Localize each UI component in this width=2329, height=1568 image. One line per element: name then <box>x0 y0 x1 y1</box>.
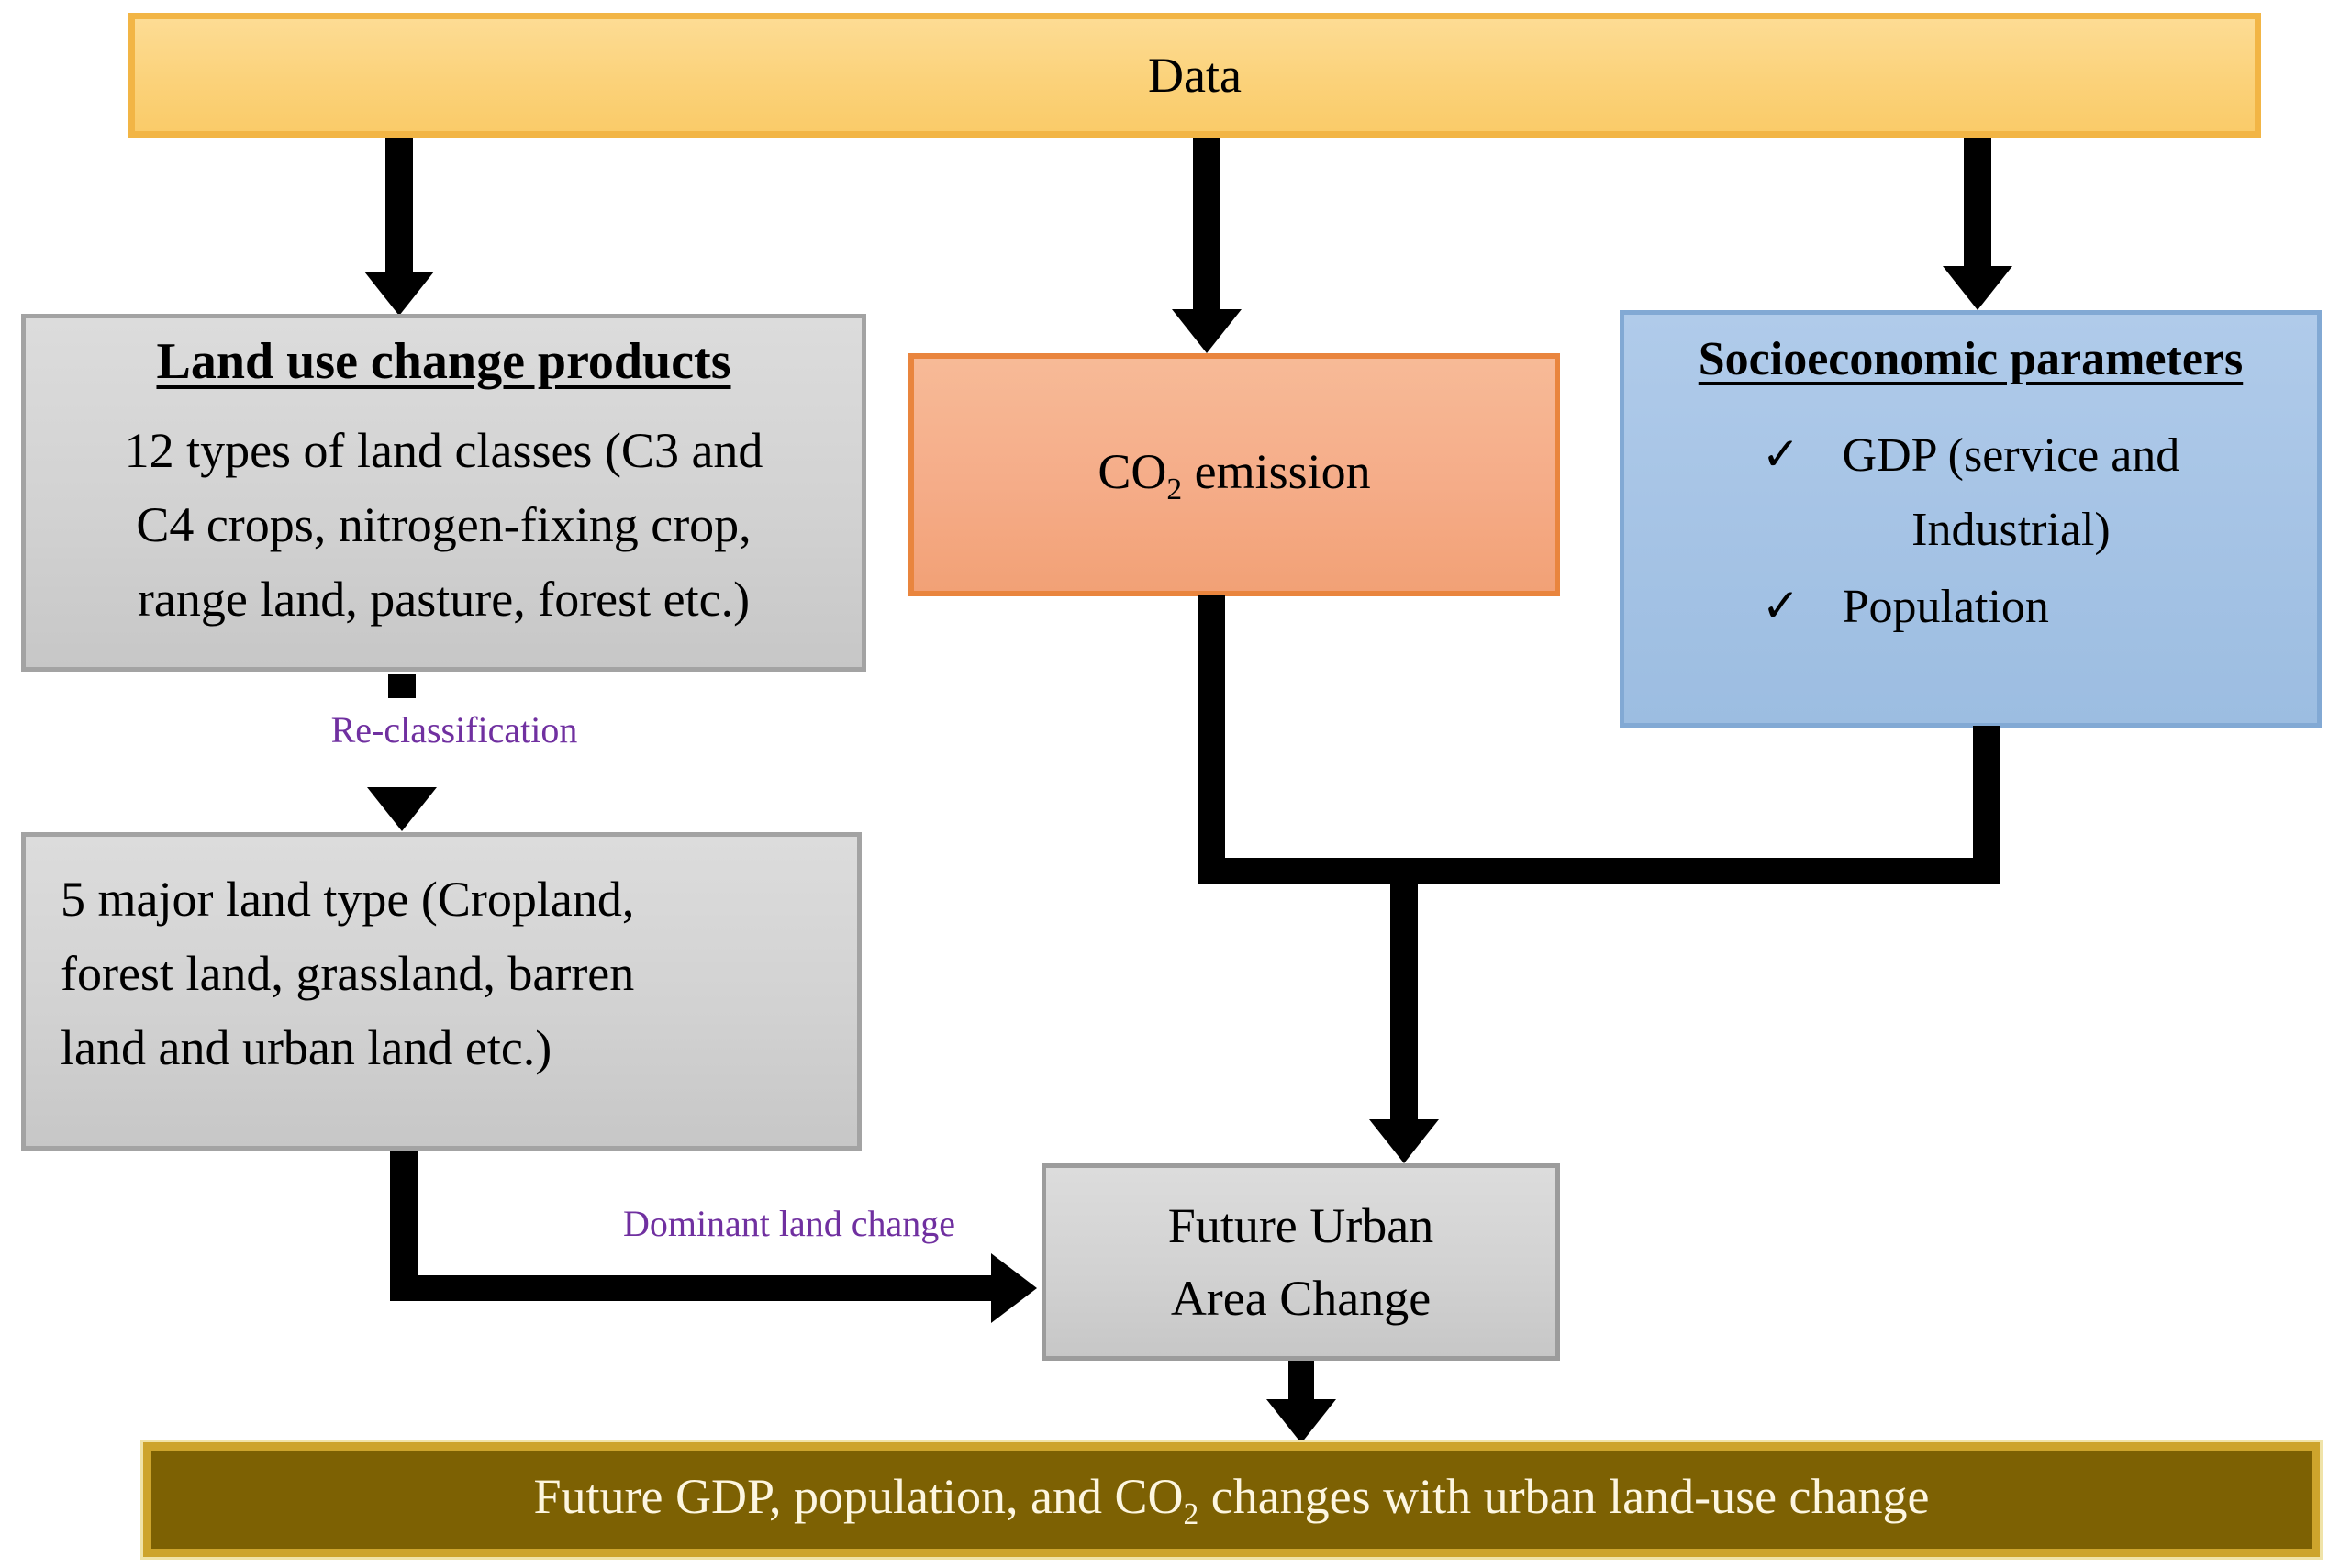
population-label: Population <box>1842 581 2049 634</box>
checkmark-icon: ✓ <box>1761 579 1800 633</box>
result-label-prefix: Future GDP, population, and CO <box>533 1468 1184 1524</box>
result-node: Future GDP, population, and CO2 changes … <box>143 1442 2320 1557</box>
arrow-fiveland-to-future-arm <box>390 1275 993 1301</box>
five-land-type-body: 5 major land type (Cropland, forest land… <box>61 862 634 1085</box>
co2-label-subscript: 2 <box>1166 472 1183 506</box>
connector-junction-bar <box>1198 858 2000 884</box>
co2-emission-label: CO2 emission <box>1098 443 1370 507</box>
future-urban-node: Future Urban Area Change <box>1042 1163 1560 1361</box>
arrow-data-to-co2-head-icon <box>1172 309 1242 353</box>
arrow-data-to-landuse-stem <box>385 138 413 273</box>
arrow-fiveland-to-future-head-icon <box>991 1253 1037 1323</box>
connector-socio-down-stem <box>1973 726 2000 884</box>
list-item-gdp: ✓ GDP (service and Industrial) <box>1762 419 2180 567</box>
gdp-label: GDP (service and Industrial) <box>1843 419 2180 567</box>
socioeconomic-title: Socioeconomic parameters <box>1698 333 2244 385</box>
arrow-reclass-head-icon <box>367 787 437 831</box>
data-node-label: Data <box>1148 48 1242 103</box>
connector-co2-down-stem <box>1198 595 1225 884</box>
five-land-type-line: land and urban land etc.) <box>61 1020 552 1075</box>
five-land-type-line: forest land, grassland, barren <box>61 946 635 1001</box>
five-land-type-node: 5 major land type (Cropland, forest land… <box>21 832 862 1151</box>
data-node: Data <box>128 13 2261 138</box>
land-use-products-title: Land use change products <box>156 333 731 390</box>
arrow-reclass-stem <box>388 674 416 698</box>
arrow-future-to-result-head-icon <box>1266 1399 1336 1443</box>
land-use-products-line: C4 crops, nitrogen-fixing crop, <box>136 496 752 552</box>
list-item-population: ✓ Population <box>1762 571 2049 645</box>
result-label: Future GDP, population, and CO2 changes … <box>534 1468 1930 1532</box>
arrow-future-to-result-stem <box>1288 1361 1314 1401</box>
land-use-products-body: 12 types of land classes (C3 and C4 crop… <box>125 414 763 637</box>
arrow-data-to-socio-stem <box>1964 138 1991 268</box>
arrow-data-to-socio-head-icon <box>1943 266 2012 310</box>
five-land-type-line: 5 major land type (Cropland, <box>61 872 635 927</box>
arrow-junction-to-future-stem <box>1390 858 1418 1121</box>
arrow-data-to-co2-stem <box>1193 138 1220 310</box>
socioeconomic-list: ✓ GDP (service and Industrial) ✓ Populat… <box>1762 419 2180 645</box>
arrow-data-to-landuse-head-icon <box>364 272 434 316</box>
gdp-label-line: GDP (service and <box>1842 429 2180 483</box>
future-urban-line: Future Urban <box>1167 1198 1434 1254</box>
socioeconomic-node: Socioeconomic parameters ✓ GDP (service … <box>1620 310 2322 728</box>
reclassification-label: Re-classification <box>330 709 578 751</box>
land-use-products-line: 12 types of land classes (C3 and <box>124 422 763 478</box>
co2-emission-node: CO2 emission <box>908 353 1560 596</box>
dominant-land-change-label: Dominant land change <box>622 1203 956 1244</box>
result-label-suffix: changes with urban land-use change <box>1198 1468 1930 1524</box>
result-label-subscript: 2 <box>1183 1496 1199 1531</box>
co2-label-suffix: emission <box>1182 443 1371 499</box>
land-use-products-node: Land use change products 12 types of lan… <box>21 314 866 672</box>
checkmark-icon: ✓ <box>1761 428 1800 482</box>
future-urban-line: Area Change <box>1170 1270 1432 1326</box>
land-use-products-line: range land, pasture, forest etc.) <box>137 571 751 627</box>
arrow-junction-to-future-head-icon <box>1369 1119 1439 1163</box>
gdp-label-line: Industrial) <box>1911 503 2111 556</box>
co2-label-prefix: CO <box>1098 443 1167 499</box>
